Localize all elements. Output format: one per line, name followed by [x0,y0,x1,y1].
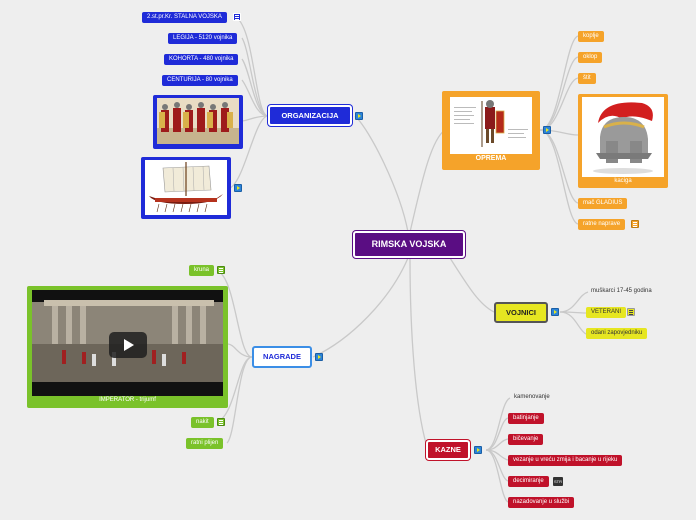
triumph-scene-thumbnail [32,290,223,396]
expand-arrow-icon[interactable] [234,184,242,192]
organizacija-node[interactable]: ORGANIZACIJA [268,105,352,126]
helmet-image [582,97,664,177]
org-item-stalna-vojska[interactable]: 2.st.pr.Kr. STALNA VOJSKA [142,12,227,23]
note-icon[interactable] [233,13,241,21]
oprema-item-ratne-naprave[interactable]: ratne naprave [578,219,626,230]
expand-arrow-icon[interactable] [355,112,363,120]
kaciga-image-card[interactable]: kaciga [578,94,668,188]
oprema-label: OPREMA [475,155,507,162]
kazne-item-bicevanje[interactable]: bičevanje [508,434,544,445]
oprema-item-stit[interactable]: štit [578,73,596,84]
expand-arrow-icon[interactable] [315,353,323,361]
roman-ship-image [145,160,227,215]
kazne-item-vezanje[interactable]: vezanje u vreću zmija i bacanje u rijeku [508,455,623,466]
note-icon[interactable] [217,418,225,426]
vojnici-item-odani[interactable]: odani zapovjedniku [586,328,648,339]
decimiranje-attachment-icon[interactable]: STR [553,477,563,486]
legion-soldiers-illustration [157,102,239,144]
org-item-kohorta[interactable]: KOHORTA - 480 vojnika [164,54,239,65]
legionary-equipment-illustration [454,100,528,147]
oprema-item-koplje[interactable]: koplje [578,31,604,42]
legion-image-card[interactable] [153,95,243,149]
vojnici-node[interactable]: VOJNICI [494,302,548,323]
roman-ship-illustration [149,162,223,213]
expand-arrow-icon[interactable] [543,126,551,134]
nagrade-item-nakit[interactable]: nakit [191,417,214,428]
video-card[interactable]: IMPERATOR - trijumf [27,286,228,408]
oprema-node[interactable]: OPREMA [442,91,540,170]
note-icon[interactable] [217,266,225,274]
kazne-node[interactable]: KAZNE [426,440,470,460]
nagrade-node[interactable]: NAGRADE [252,346,312,368]
play-icon[interactable] [109,332,147,358]
kazne-item-kamenovanje[interactable]: kamenovanje [514,394,550,400]
video-player[interactable] [32,290,223,396]
oprema-item-oklop[interactable]: oklop [578,52,603,63]
org-item-legija[interactable]: LEGIJA - 5120 vojnika [168,33,238,44]
kazne-item-decimiranje[interactable]: decimiranje [508,476,549,487]
note-icon[interactable] [631,220,639,228]
expand-arrow-icon[interactable] [474,446,482,454]
nagrade-item-ratni-plijen[interactable]: ratni plijen [186,438,224,449]
legion-soldiers-image [157,98,239,144]
nagrade-item-kruna[interactable]: kruna [189,265,215,276]
vojnici-item-muskarci[interactable]: muškarci 17-45 godina [591,288,652,294]
kaciga-label: kaciga [614,178,632,184]
vojnici-item-veterani[interactable]: VETERANI [586,307,627,318]
ship-image-card[interactable] [141,157,231,219]
expand-arrow-icon[interactable] [551,308,559,316]
kazne-item-batinjanje[interactable]: batinjanje [508,413,544,424]
root-node[interactable]: RIMSKA VOJSKA [353,231,465,258]
org-item-centurija[interactable]: CENTURIJA - 80 vojnika [162,75,238,86]
kazne-item-nazadovanje[interactable]: nazadovanje u službi [508,497,575,508]
oprema-item-mac-gladius[interactable]: mač GLADIUS [578,198,628,209]
video-caption: IMPERATOR - trijumf [99,397,156,403]
oprema-image [450,97,532,154]
note-icon[interactable] [627,308,635,316]
roman-helmet-illustration [593,102,653,174]
